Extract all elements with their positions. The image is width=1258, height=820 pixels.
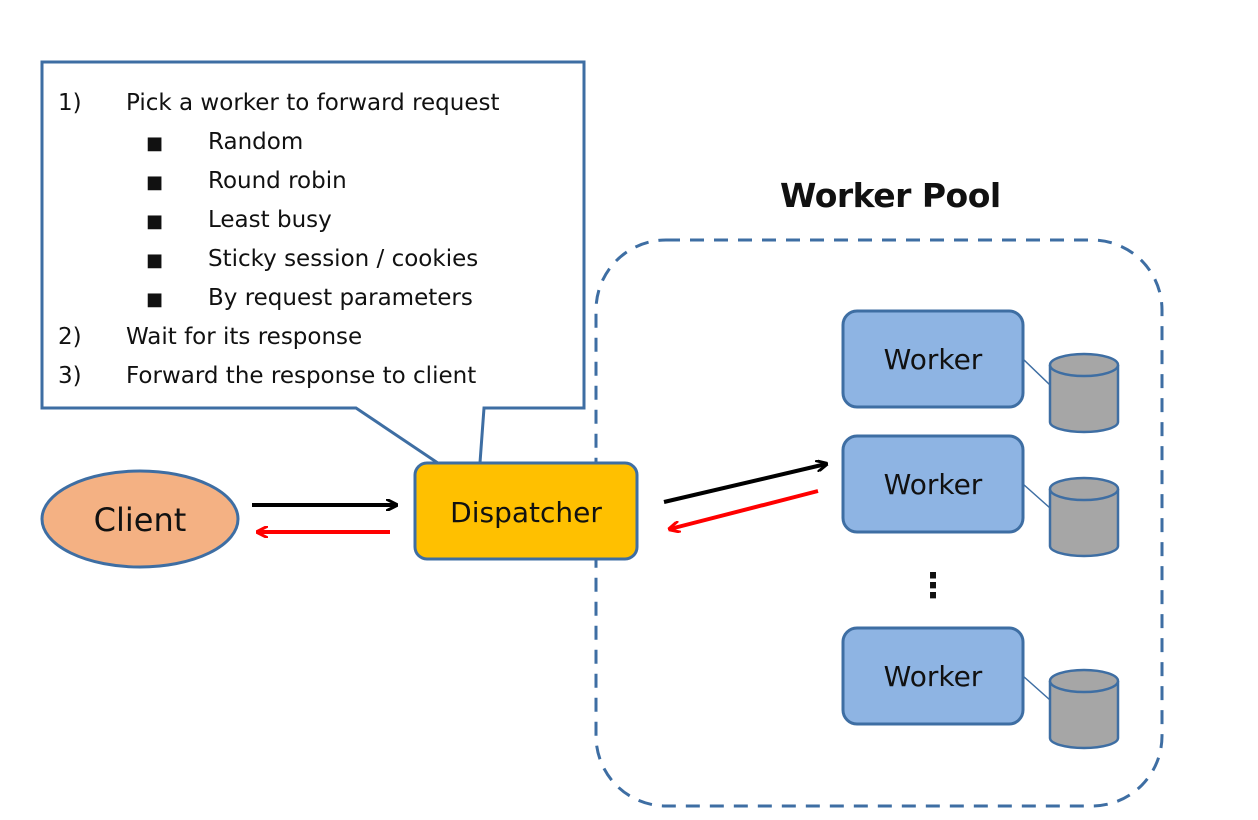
square-bullet-icon: ■ — [146, 211, 164, 232]
subitem-text: Sticky session / cookies — [208, 246, 479, 272]
client-label: Client — [94, 501, 187, 539]
database-icon — [1048, 668, 1120, 750]
subitem-text: Least busy — [208, 207, 332, 233]
subitem-text: Random — [208, 129, 304, 155]
item-number: 1) — [58, 90, 82, 116]
callout-subitem: ■ By request parameters — [58, 279, 578, 318]
item-text: Forward the response to client — [126, 363, 477, 389]
worker-request-arrow — [663, 464, 826, 504]
dispatcher-node — [413, 461, 639, 561]
worker-pool-container — [594, 238, 1164, 808]
callout-item: 1) Pick a worker to forward request — [58, 84, 578, 123]
worker-db-link — [1022, 675, 1051, 701]
square-bullet-icon: ■ — [146, 172, 164, 193]
subitem-text: Round robin — [208, 168, 347, 194]
item-number: 3) — [58, 363, 82, 389]
worker-label: Worker — [884, 468, 983, 501]
callout-subitem: ■ Sticky session / cookies — [58, 240, 578, 279]
callout-subitem: ■ Random — [58, 123, 578, 162]
client-node — [40, 469, 240, 569]
callout-text: 1) Pick a worker to forward request ■ Ra… — [58, 84, 578, 396]
worker-db-link — [1022, 483, 1051, 509]
item-text: Wait for its response — [126, 324, 363, 350]
worker-pool-title: Worker Pool — [780, 176, 1001, 215]
square-bullet-icon: ■ — [146, 289, 164, 310]
square-bullet-icon: ■ — [146, 250, 164, 271]
item-text: Pick a worker to forward request — [126, 90, 500, 116]
callout-box — [40, 60, 586, 493]
database-icon — [1048, 476, 1120, 558]
callout-subitem: ■ Least busy — [58, 201, 578, 240]
worker-label: Worker — [884, 660, 983, 693]
subitem-text: By request parameters — [208, 285, 473, 311]
worker-label: Worker — [884, 343, 983, 376]
worker-response-arrow — [670, 489, 819, 529]
square-bullet-icon: ■ — [146, 133, 164, 154]
worker-ellipsis: ⋮ — [916, 566, 950, 606]
callout-item: 3) Forward the response to client — [58, 357, 578, 396]
callout-subitem: ■ Round robin — [58, 162, 578, 201]
database-icon — [1048, 352, 1120, 434]
callout-item: 2) Wait for its response — [58, 318, 578, 357]
dispatcher-label: Dispatcher — [450, 496, 602, 529]
item-number: 2) — [58, 324, 82, 350]
worker-db-link — [1022, 358, 1051, 386]
